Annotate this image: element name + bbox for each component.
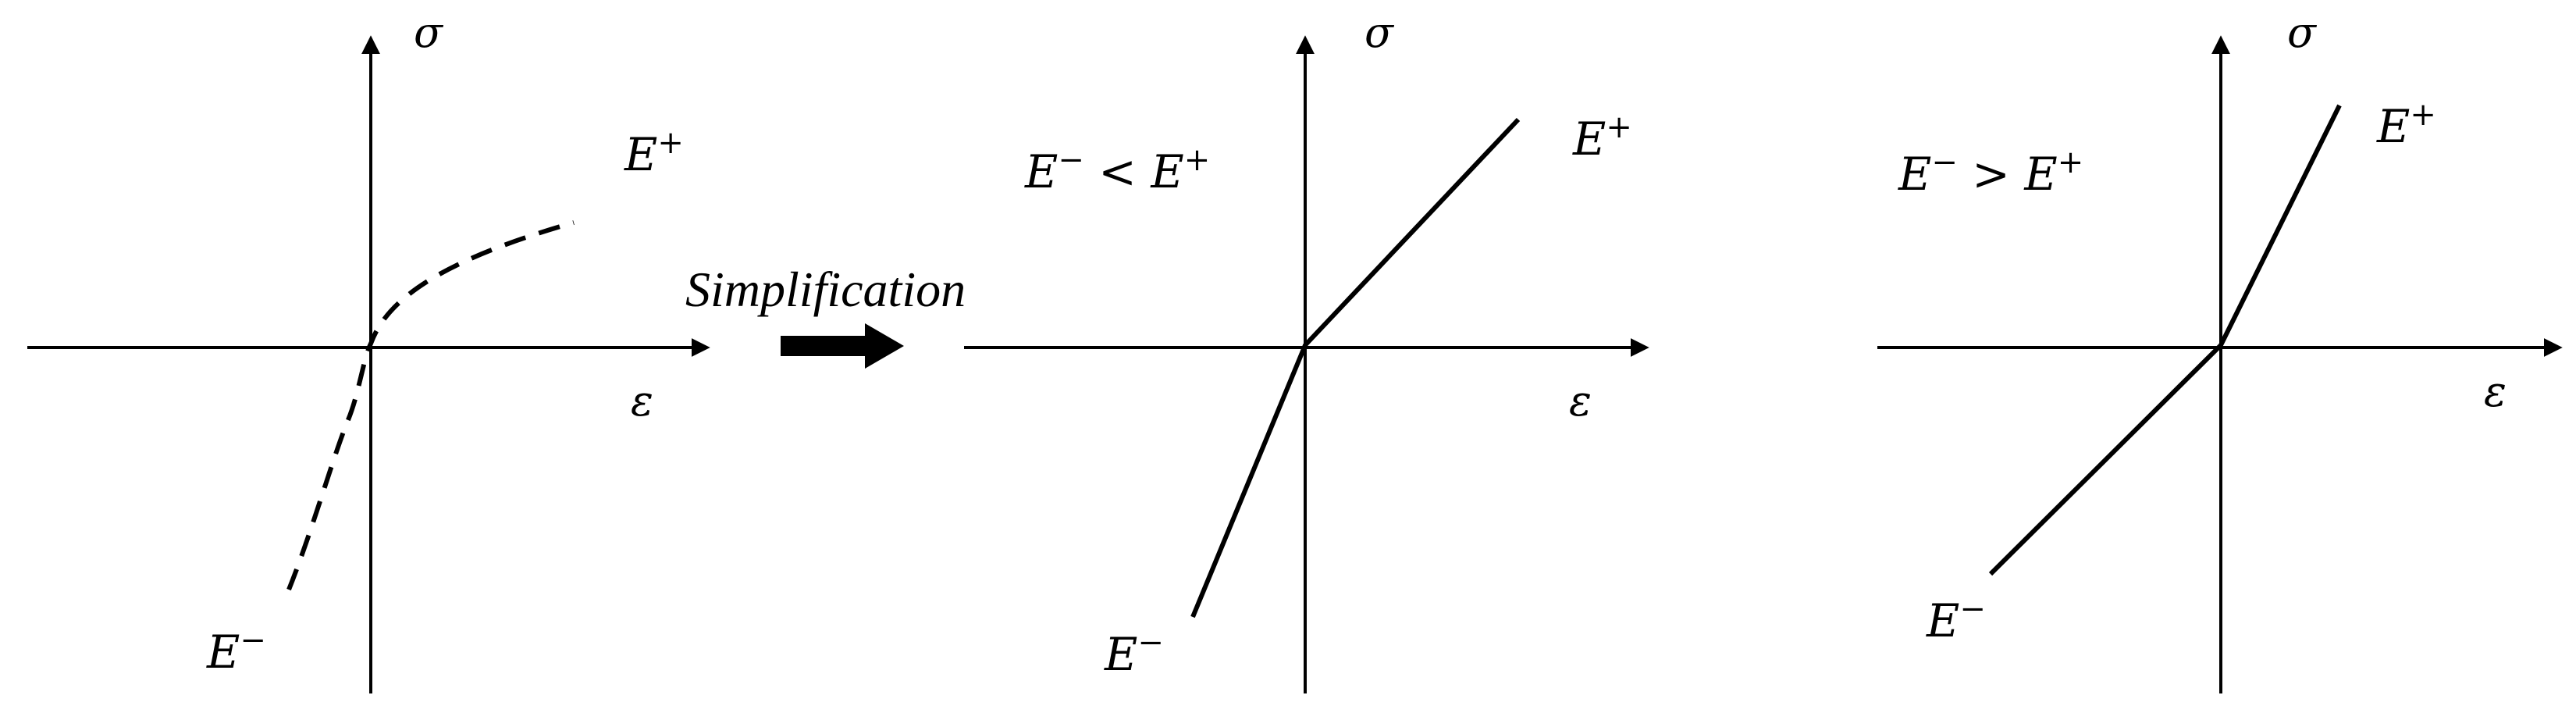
panel1-nonlinear-curve <box>286 220 575 591</box>
transition: Simplification <box>685 262 966 369</box>
panel1-label-e-plus: E+​ <box>624 125 684 181</box>
simplification-label: Simplification <box>685 262 966 317</box>
panel2-y-axis-label: σ <box>1364 8 1395 57</box>
panel3-relation: E−​ > E+​ <box>1898 144 2083 201</box>
panel2-bilinear-curve <box>1190 117 1521 619</box>
panel1-y-axis-label: σ <box>414 8 444 57</box>
panel1-label-e-minus: E−​ <box>206 622 266 679</box>
panel3-x-axis-label: ε <box>2484 367 2507 416</box>
simplification-arrow-icon <box>781 323 904 369</box>
panel3-bilinear-curve <box>1988 104 2342 576</box>
panel1-x-axis-label: ε <box>631 376 653 426</box>
panel2-relation: E−​ < E+​ <box>1024 142 1210 198</box>
panel2-label-e-plus: E+​ <box>1572 109 1632 166</box>
panel3-y-axis-label: σ <box>2287 8 2318 57</box>
panel-nonlinear: σ ε E+​ E−​ <box>27 8 710 693</box>
panel-bilinear-stiffer-tension: σ ε E+​ E−​ E−​ > E+​ <box>1877 8 2563 693</box>
panel3-label-e-minus: E−​ <box>1926 591 1986 647</box>
panel3-label-e-plus: E+​ <box>2376 97 2436 153</box>
panel2-x-axis-label: ε <box>1569 376 1592 426</box>
panel2-label-e-minus: E−​ <box>1104 625 1164 681</box>
panel-bilinear-stiffer-compression: σ ε E+​ E−​ E−​ < E+​ <box>964 8 1649 693</box>
